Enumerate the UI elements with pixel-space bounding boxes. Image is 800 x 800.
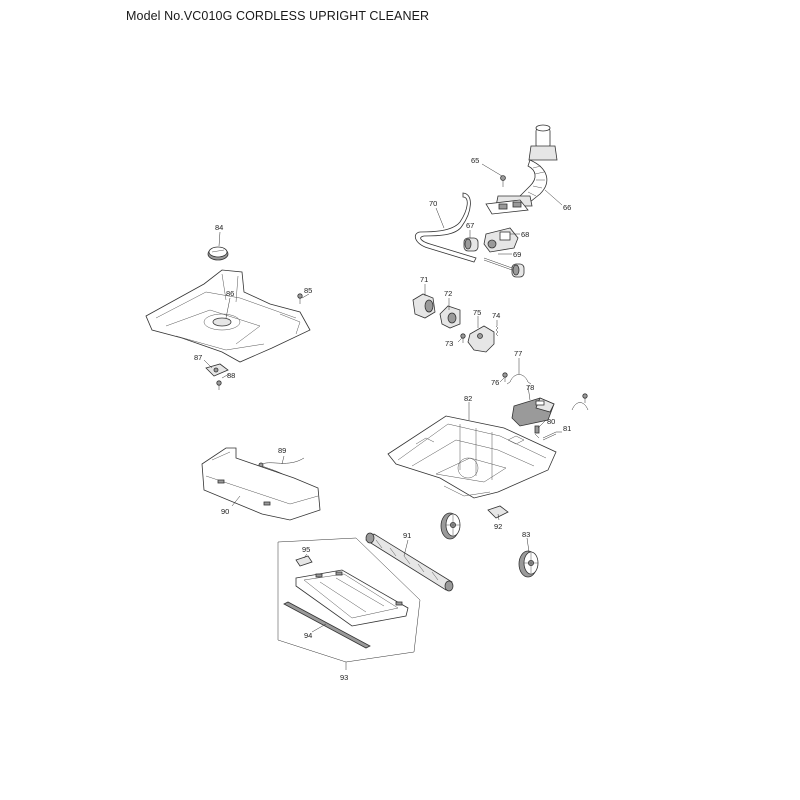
screw-76[interactable] [502, 372, 508, 382]
label-87: 87 [194, 353, 202, 362]
label-88: 88 [227, 371, 235, 380]
strip-94[interactable] [283, 601, 371, 649]
clip-right[interactable] [571, 393, 589, 411]
label-67: 67 [466, 221, 474, 230]
leader-lines [203, 163, 563, 633]
label-92: 92 [494, 522, 502, 531]
label-89: 89 [278, 446, 286, 455]
brush-roll-91[interactable] [365, 532, 454, 592]
label-94: 94 [304, 631, 312, 640]
label-74: 74 [492, 311, 500, 320]
diagram-title: Model No.VC010G CORDLESS UPRIGHT CLEANER [126, 9, 430, 23]
label-82: 82 [464, 394, 472, 403]
label-95: 95 [302, 545, 310, 554]
screw-85[interactable] [297, 293, 303, 304]
screw-65[interactable] [500, 175, 506, 187]
shaft-69[interactable] [483, 257, 513, 271]
cover-78[interactable] [511, 397, 555, 427]
label-90: 90 [221, 507, 229, 516]
screw-73[interactable] [460, 333, 466, 343]
label-76: 76 [491, 378, 499, 387]
label-70: 70 [429, 199, 437, 208]
part-labels: 65 66 67 68 69 70 71 72 73 74 75 76 77 7… [194, 156, 571, 682]
cap-72[interactable] [439, 305, 461, 329]
label-81: 81 [563, 424, 571, 433]
spring-80[interactable] [534, 425, 540, 439]
label-73: 73 [445, 339, 453, 348]
screw-88[interactable] [216, 380, 222, 390]
bumper-90[interactable] [201, 447, 321, 521]
base-frame-82[interactable] [387, 415, 557, 499]
roller-67[interactable] [463, 237, 479, 252]
latch-87[interactable] [205, 363, 229, 377]
roller-69b[interactable] [511, 263, 525, 278]
label-77: 77 [514, 349, 522, 358]
pad-92[interactable] [487, 505, 509, 519]
base-plate[interactable] [295, 569, 409, 627]
motor-unit-68[interactable] [483, 227, 519, 253]
clip-77[interactable] [506, 374, 532, 385]
label-78: 78 [526, 383, 534, 392]
label-69: 69 [513, 250, 521, 259]
label-84: 84 [215, 223, 223, 232]
label-71: 71 [420, 275, 428, 284]
label-91: 91 [403, 531, 411, 540]
hose-assembly-66[interactable] [485, 124, 558, 215]
label-83: 83 [522, 530, 530, 539]
clip-95[interactable] [295, 555, 313, 567]
label-75: 75 [473, 308, 481, 317]
label-66: 66 [563, 203, 571, 212]
bracket-75[interactable] [467, 325, 495, 353]
label-85: 85 [304, 286, 312, 295]
cord-70[interactable] [414, 192, 477, 263]
label-86: 86 [226, 289, 234, 298]
hub-71[interactable] [412, 293, 436, 319]
label-93: 93 [340, 673, 348, 682]
label-65: 65 [471, 156, 479, 165]
spring-74[interactable] [495, 325, 499, 337]
pin-81[interactable] [542, 431, 557, 441]
label-68: 68 [521, 230, 529, 239]
top-cover-86[interactable] [145, 269, 311, 363]
wheel-83[interactable] [518, 550, 539, 578]
knob-84[interactable] [207, 246, 229, 261]
label-80: 80 [547, 417, 555, 426]
wheel-left[interactable] [440, 512, 461, 540]
bracket-box-93[interactable] [277, 537, 421, 670]
label-72: 72 [444, 289, 452, 298]
